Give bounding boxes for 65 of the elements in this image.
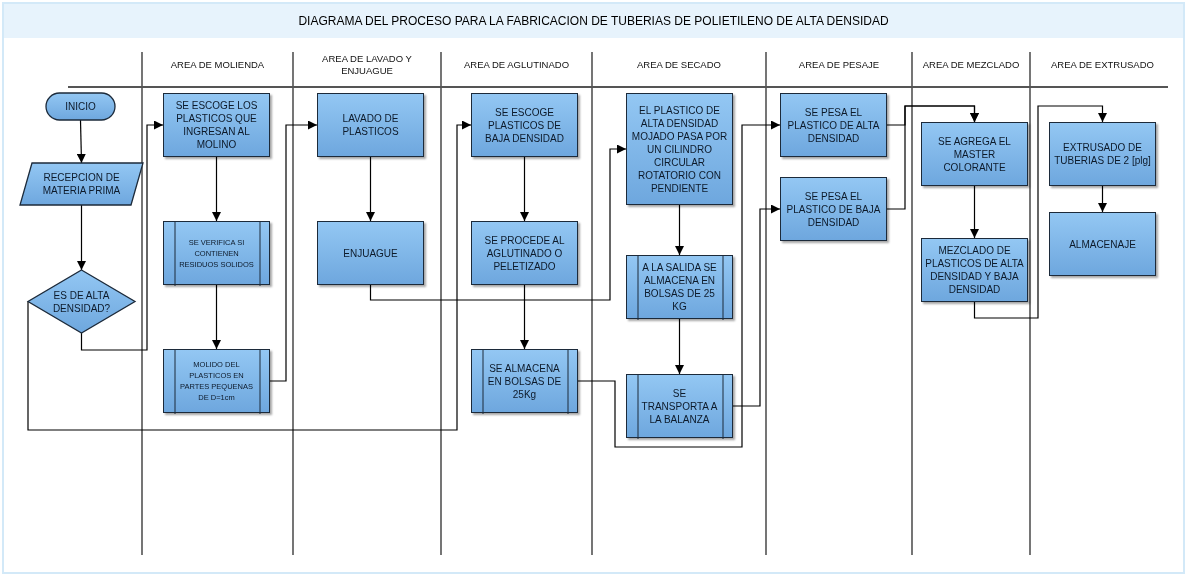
flow-arrow [732,204,781,407]
flow-arrow [212,156,221,222]
process-box [1049,122,1156,186]
start-terminal [46,93,115,120]
process-box [921,122,1028,186]
process-box [471,221,578,285]
flow-arrow [973,105,1107,319]
flow-arrow [27,120,472,431]
lane-header: AREA DE EXTRUSADO [1050,59,1155,71]
flow-arrow [675,204,684,256]
process-box [780,177,887,241]
process-box [1049,212,1156,276]
lane-header: AREA DE SECADO [636,59,722,71]
subprocess-box [163,349,270,413]
lane-header: AREA DE MOLIENDA [169,59,266,71]
flow-arrow [577,120,781,448]
step-label: A LA SALIDA SE ALMACENA EN BOLSAS DE 25 KG [641,261,718,313]
process-box [317,93,424,157]
flow-arrow [366,156,375,222]
process-box [780,93,887,157]
lane-header: AREA DE LAVADO Y ENJUAGUE [321,53,413,77]
flow-arrow [675,318,684,375]
step-label: ALMACENAJE [1068,237,1137,251]
step-label: SE PESA EL PLASTICO DE ALTA DENSIDAD [786,105,881,145]
flow-arrow [886,105,979,210]
decision-diamond [28,270,135,333]
subprocess-box [471,349,578,413]
process-box [921,238,1028,302]
step-label: RECEPCION DE MATERIA PRIMA [41,171,122,197]
step-label: LAVADO DE PLASTICOS [341,112,400,138]
subprocess-box [626,374,733,438]
step-label: INICIO [64,100,97,113]
flow-arrow [212,284,221,350]
step-label: SE ESCOGE LOS PLASTICOS QUE INGRESAN AL MOLINO [174,99,259,151]
input-parallelogram [20,163,143,205]
lane-header: AREA DE AGLUTINADO [462,59,571,71]
step-label: SE AGREGA EL MASTER COLORANTE [937,134,1012,174]
step-label: SE PROCEDE AL AGLUTINADO O PELETIZADO [483,233,566,273]
flow-arrow [80,120,164,351]
step-label: SE TRANSPORTA A LA BALANZA [640,386,719,426]
process-box [163,93,270,157]
step-label: ENJUAGUE [342,246,399,260]
diagram-title: DIAGRAMA DEL PROCESO PARA LA FABRICACION DE TUBERIAS DE POLIETILENO DE ALTA DENSIDAD [298,14,889,28]
step-label: EXTRUSADO DE TUBERIAS DE 2 [plg] [1053,141,1152,167]
flow-arrow [1098,185,1107,213]
step-label: MEZCLADO DE PLASTICOS DE ALTA DENSIDAD Y BAJA DENSIDAD [924,244,1025,296]
flow-arrow [520,284,529,350]
flow-arrow [76,119,86,164]
step-label: ES DE ALTA DENSIDAD? [51,288,112,315]
subprocess-box [626,255,733,319]
subprocess-box [163,221,270,285]
flow-arrow [269,120,318,382]
step-label: SE PESA EL PLASTICO DE BAJA DENSIDAD [785,189,882,229]
lane-header: AREA DE PESAJE [797,59,881,71]
process-box [626,93,733,205]
process-box [317,221,424,285]
flow-arrow [520,156,529,222]
flow-arrow [970,185,979,239]
process-box [471,93,578,157]
step-label: SE ESCOGE PLASTICOS DE BAJA DENSIDAD [484,105,565,145]
flow-arrow [77,204,86,271]
step-label: EL PLASTICO DE ALTA DENSIDAD MOJADO PASA POR UN CILINDRO CIRCULAR ROTATORIO CON PENDIENTE [630,103,729,195]
lane-header: AREA DE MEZCLADO [921,59,1021,71]
flow-arrow [369,144,627,301]
step-label: SE ALMACENA EN BOLSAS DE 25Kg [486,361,563,401]
